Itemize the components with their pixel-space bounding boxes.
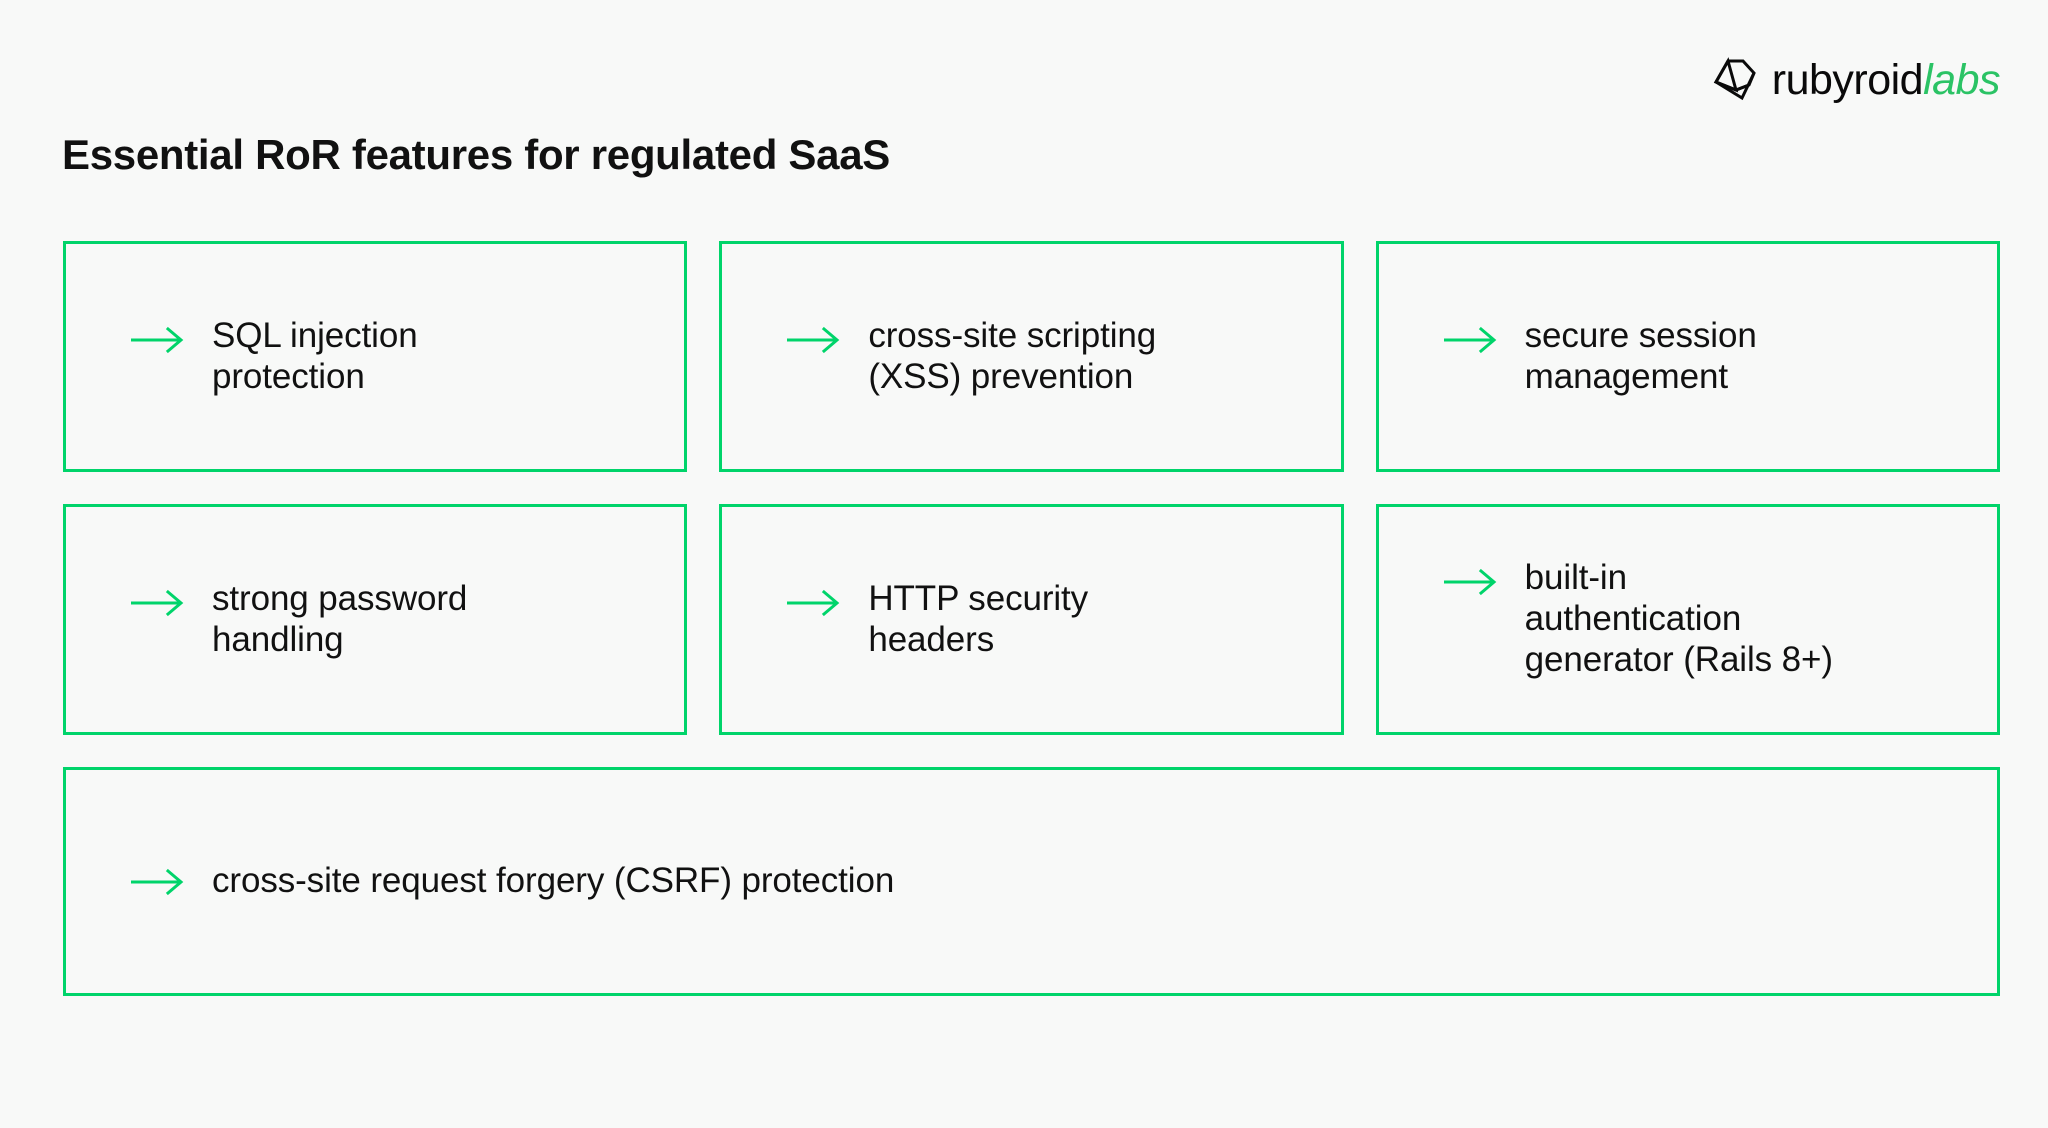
arrow-right-icon xyxy=(787,326,840,353)
rubyroid-gem-icon xyxy=(1713,57,1756,101)
arrow-right-icon xyxy=(787,589,840,616)
feature-card-label: secure session management xyxy=(1524,315,1757,396)
feature-card-label: cross-site request forgery (CSRF) protec… xyxy=(212,861,895,901)
brand-name-accent: labs xyxy=(1923,55,2000,104)
feature-card-label: SQL injection protection xyxy=(212,315,418,396)
arrow-right-icon xyxy=(131,589,184,616)
feature-card: HTTP security headers xyxy=(719,504,1344,735)
feature-card-label: cross-site scripting (XSS) prevention xyxy=(868,315,1157,396)
feature-card: SQL injection protection xyxy=(63,241,688,472)
feature-card-label: strong password handling xyxy=(212,578,468,659)
feature-card-grid: SQL injection protection cross-site scri… xyxy=(63,241,2000,996)
feature-card: cross-site scripting (XSS) prevention xyxy=(719,241,1344,472)
feature-card: built-in authentication generator (Rails… xyxy=(1375,504,2000,735)
arrow-right-icon xyxy=(1443,568,1496,596)
feature-card-label: HTTP security headers xyxy=(868,578,1089,659)
feature-card-label: built-in authentication generator (Rails… xyxy=(1524,558,1833,679)
arrow-right-icon xyxy=(131,326,184,353)
page-title: Essential RoR features for regulated Saa… xyxy=(62,131,890,178)
feature-card-wide: cross-site request forgery (CSRF) protec… xyxy=(63,767,2000,996)
arrow-right-icon xyxy=(131,868,184,895)
brand-name-primary: rubyroid xyxy=(1771,55,1924,104)
arrow-right-icon xyxy=(1443,326,1496,353)
feature-card: strong password handling xyxy=(63,504,688,735)
feature-card: secure session management xyxy=(1375,241,2000,472)
